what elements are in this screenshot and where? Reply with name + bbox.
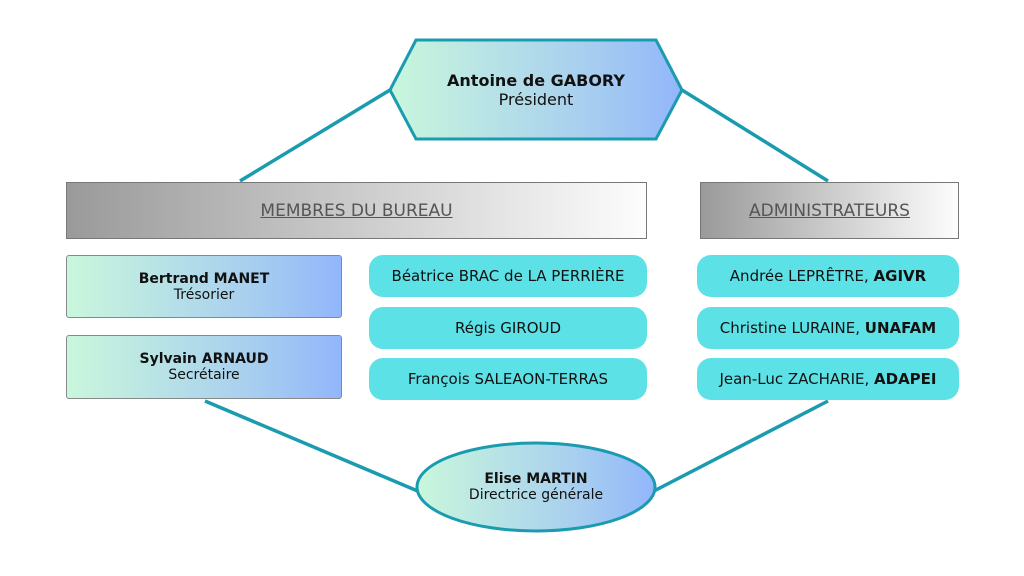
admin-member: Jean-Luc ZACHARIE, ADAPEI [697,358,959,400]
officer-name: Bertrand MANET [138,270,270,287]
director-node: Elise MARTIN Directrice générale [430,462,642,512]
president-node: Antoine de GABORY Président [400,60,672,120]
connector-line [204,399,421,494]
bureau-member: François SALEAON-TERRAS [369,358,647,400]
officer-role: Secrétaire [168,367,240,383]
director-ellipse [415,441,657,533]
president-role: Président [498,90,574,109]
officer-node: Bertrand MANET Trésorier [66,255,342,318]
connector-line [681,88,829,183]
officer-role: Trésorier [173,286,235,303]
admin-name: Andrée LEPRÊTRE, [729,267,874,285]
admin-name: Jean-Luc ZACHARIE, [719,370,875,388]
bureau-title: MEMBRES DU BUREAU [260,200,453,221]
bureau-member: Béatrice BRAC de LA PERRIÈRE [369,255,647,297]
director-name: Elise MARTIN [484,471,588,487]
president-hexagon [388,38,684,141]
officer-name: Sylvain ARNAUD [139,351,269,367]
admin-header: ADMINISTRATEURS [700,182,959,239]
bureau-header: MEMBRES DU BUREAU [66,182,647,239]
director-role: Directrice générale [468,487,604,503]
officer-node: Sylvain ARNAUD Secrétaire [66,335,342,399]
admin-title: ADMINISTRATEURS [749,200,910,221]
admin-member: Christine LURAINE, UNAFAM [697,307,959,349]
admin-org: AGIVR [873,267,927,285]
connector-line [651,399,829,494]
bureau-member: Régis GIROUD [369,307,647,349]
admin-name: Christine LURAINE, [719,319,865,337]
admin-org: UNAFAM [864,319,937,337]
admin-member: Andrée LEPRÊTRE, AGIVR [697,255,959,297]
president-name: Antoine de GABORY [447,71,625,90]
connector-line [239,88,391,183]
admin-org: ADAPEI [874,370,937,388]
